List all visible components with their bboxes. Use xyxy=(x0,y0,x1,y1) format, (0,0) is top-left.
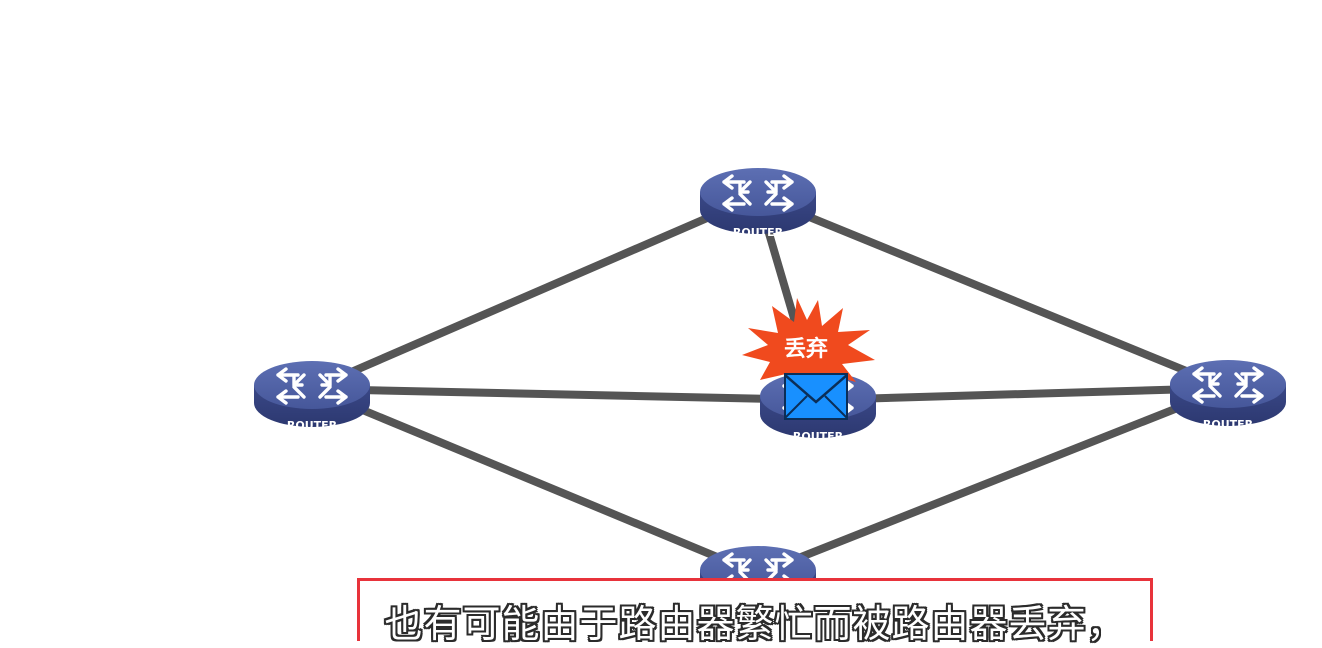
router-icon xyxy=(1168,358,1288,428)
router-left: ROUTER xyxy=(252,359,372,432)
link-top-left xyxy=(310,192,760,393)
link-right-bottom xyxy=(756,384,1230,578)
router-label: ROUTER xyxy=(287,419,338,432)
link-center-right xyxy=(817,384,1229,404)
router-right: ROUTER xyxy=(1168,358,1288,431)
link-left-center xyxy=(311,385,819,404)
subtitle-box: 也有可能由于路由器繁忙而被路由器丢弃， xyxy=(357,578,1153,646)
router-label: ROUTER xyxy=(793,430,844,443)
router-label: ROUTER xyxy=(1203,418,1254,431)
router-icon xyxy=(252,359,372,429)
router-label: ROUTER xyxy=(733,226,784,239)
subtitle: 也有可能由于路由器繁忙而被路由器丢弃， xyxy=(384,602,1126,646)
envelope-icon xyxy=(784,373,848,420)
link-left-bottom xyxy=(310,385,760,578)
link-top-right xyxy=(756,192,1230,392)
router-center: ROUTER xyxy=(758,370,878,443)
drop-burst-icon: 丢弃 xyxy=(742,298,875,396)
burst-shape xyxy=(742,298,875,396)
router-icon xyxy=(698,166,818,236)
router-top: ROUTER xyxy=(698,166,818,239)
drop-badge: 丢弃 xyxy=(784,336,828,362)
